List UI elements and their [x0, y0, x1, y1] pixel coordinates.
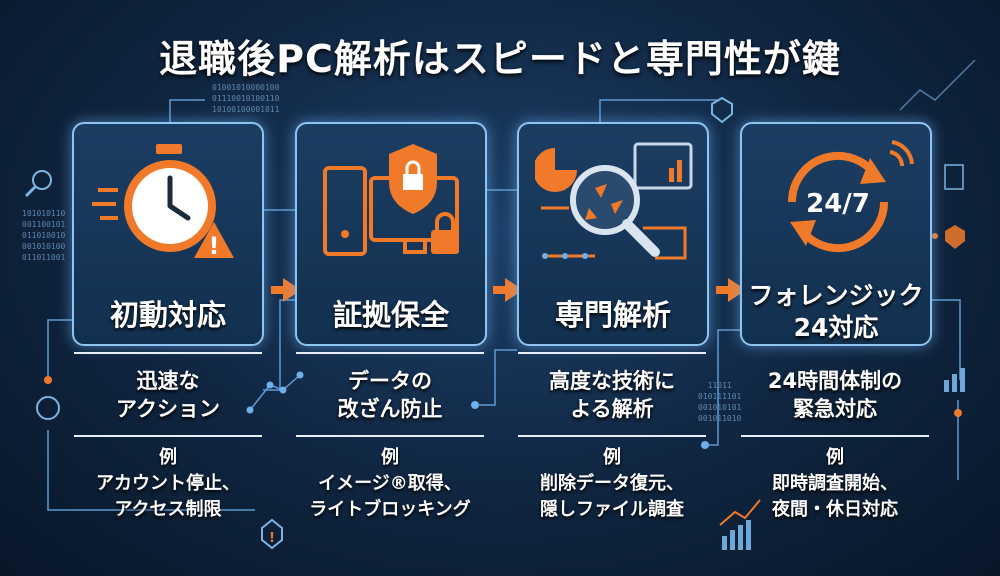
example-text: 夜間・休日対応	[772, 499, 898, 520]
step-card-initial-response: ! 初動対応	[72, 122, 264, 346]
detail-main: 緊急対応	[793, 397, 877, 421]
example-text: ライトブロッキング	[309, 499, 471, 520]
svg-text:!: !	[209, 232, 220, 260]
detail-main: アクション	[116, 397, 220, 421]
detail-main: よる解析	[570, 397, 654, 421]
step-label: 初動対応	[109, 298, 226, 332]
divider	[74, 435, 262, 437]
step-detail-4: 24時間体制の緊急対応 例即時調査開始、夜間・休日対応	[735, 352, 935, 523]
detail-main: 改ざん防止	[337, 397, 443, 421]
step-label-line: 24対応	[793, 313, 879, 342]
example-text: アクセス制限	[114, 499, 222, 520]
step-label: 証拠保全	[332, 298, 449, 332]
example-heading: 例	[826, 447, 844, 468]
divider	[741, 435, 929, 437]
step-card-evidence-preservation: 証拠保全	[295, 122, 487, 346]
divider	[518, 435, 706, 437]
example-text: 隠しファイル調査	[540, 499, 684, 520]
detail-main: データの	[348, 369, 432, 393]
example-heading: 例	[159, 447, 177, 468]
step-label-line: フォレンジック	[748, 281, 924, 310]
binary-decoration: 01001010000100 01110010100110 1010010000…	[212, 83, 280, 114]
step-label: 専門解析	[554, 298, 671, 332]
step-label: フォレンジック 24対応	[742, 280, 930, 344]
step-card-expert-analysis: 専門解析	[517, 122, 709, 346]
step-detail-3: 高度な技術による解析 例削除データ復元、隠しファイル調査	[512, 352, 712, 523]
cycle-24-7-icon: 24/7	[787, 140, 914, 253]
divider	[74, 352, 262, 354]
example-text: 削除データ復元、	[540, 473, 684, 494]
svg-text:!: !	[269, 531, 275, 546]
cycle-text: 24/7	[806, 189, 870, 219]
detail-main: 迅速な	[136, 369, 200, 393]
step-detail-2: データの改ざん防止 例イメージ®取得、ライトブロッキング	[290, 352, 490, 523]
example-text: 即時調査開始、	[772, 473, 898, 494]
divider	[296, 435, 484, 437]
detail-main: 高度な技術に	[549, 369, 675, 393]
divider	[518, 352, 706, 354]
page-title: 退職後PC解析はスピードと専門性が鍵	[159, 37, 841, 81]
example-text: アカウント停止、	[96, 473, 240, 494]
example-heading: 例	[603, 447, 621, 468]
step-detail-1: 迅速なアクション 例アカウント停止、アクセス制限	[68, 352, 268, 523]
binary-decoration: 11011 010111101 001010101 001011010	[698, 381, 742, 423]
computer-shield-lock-icon	[323, 144, 459, 256]
example-text: イメージ®取得、	[318, 473, 462, 494]
step-card-forensic-24: 24/7 フォレンジック 24対応	[740, 122, 932, 346]
divider	[296, 352, 484, 354]
detail-main: 24時間体制の	[767, 369, 903, 393]
stopwatch-warning-icon: !	[92, 144, 234, 260]
binary-decoration: 101010110 001100101 011010010 001010100 …	[22, 209, 66, 262]
magnifier-analysis-icon	[535, 142, 693, 260]
example-heading: 例	[381, 447, 399, 468]
